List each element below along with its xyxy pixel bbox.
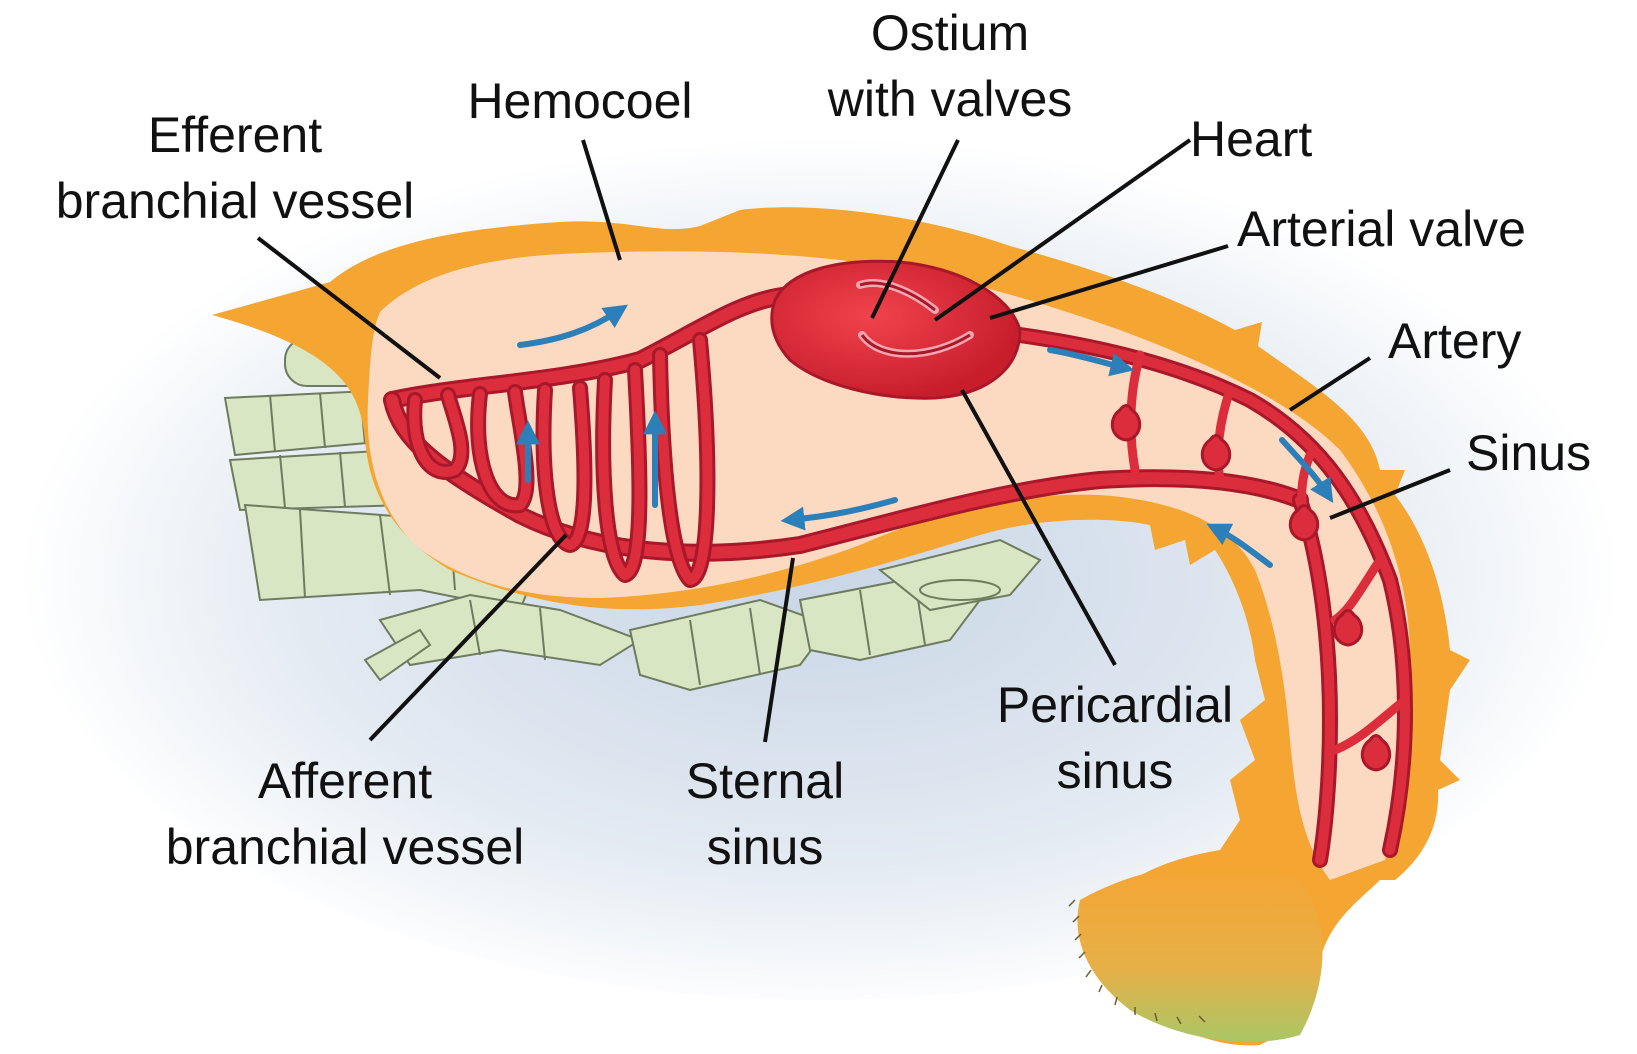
label-arterial-valve-line-1: Arterial valve (1237, 196, 1526, 262)
label-efferent-line-1: Efferent (0, 102, 470, 168)
label-heart: Heart (1190, 106, 1312, 172)
label-ostium: Ostium with valves (790, 0, 1110, 132)
label-sinus: Sinus (1466, 420, 1591, 486)
label-sternal-sinus: Sternal sinus (640, 748, 890, 880)
label-ostium-line-2: with valves (790, 66, 1110, 132)
label-pericardial-line-1: Pericardial (955, 672, 1275, 738)
label-artery-line-1: Artery (1388, 308, 1521, 374)
label-heart-line-1: Heart (1190, 106, 1312, 172)
label-sinus-line-1: Sinus (1466, 420, 1591, 486)
label-sternal-line-2: sinus (640, 814, 890, 880)
label-afferent-branchial-vessel: Afferent branchial vessel (110, 748, 580, 880)
label-hemocoel: Hemocoel (430, 68, 730, 134)
label-ostium-line-1: Ostium (790, 0, 1110, 66)
label-artery: Artery (1388, 308, 1521, 374)
label-efferent-line-2: branchial vessel (0, 168, 470, 234)
label-afferent-line-1: Afferent (110, 748, 580, 814)
label-sternal-line-1: Sternal (640, 748, 890, 814)
label-pericardial-line-2: sinus (955, 738, 1275, 804)
label-pericardial-sinus: Pericardial sinus (955, 672, 1275, 804)
tail-fan (1077, 863, 1322, 1042)
label-afferent-line-2: branchial vessel (110, 814, 580, 880)
label-hemocoel-line-1: Hemocoel (430, 68, 730, 134)
label-arterial-valve: Arterial valve (1237, 196, 1526, 262)
label-efferent-branchial-vessel: Efferent branchial vessel (0, 102, 470, 234)
